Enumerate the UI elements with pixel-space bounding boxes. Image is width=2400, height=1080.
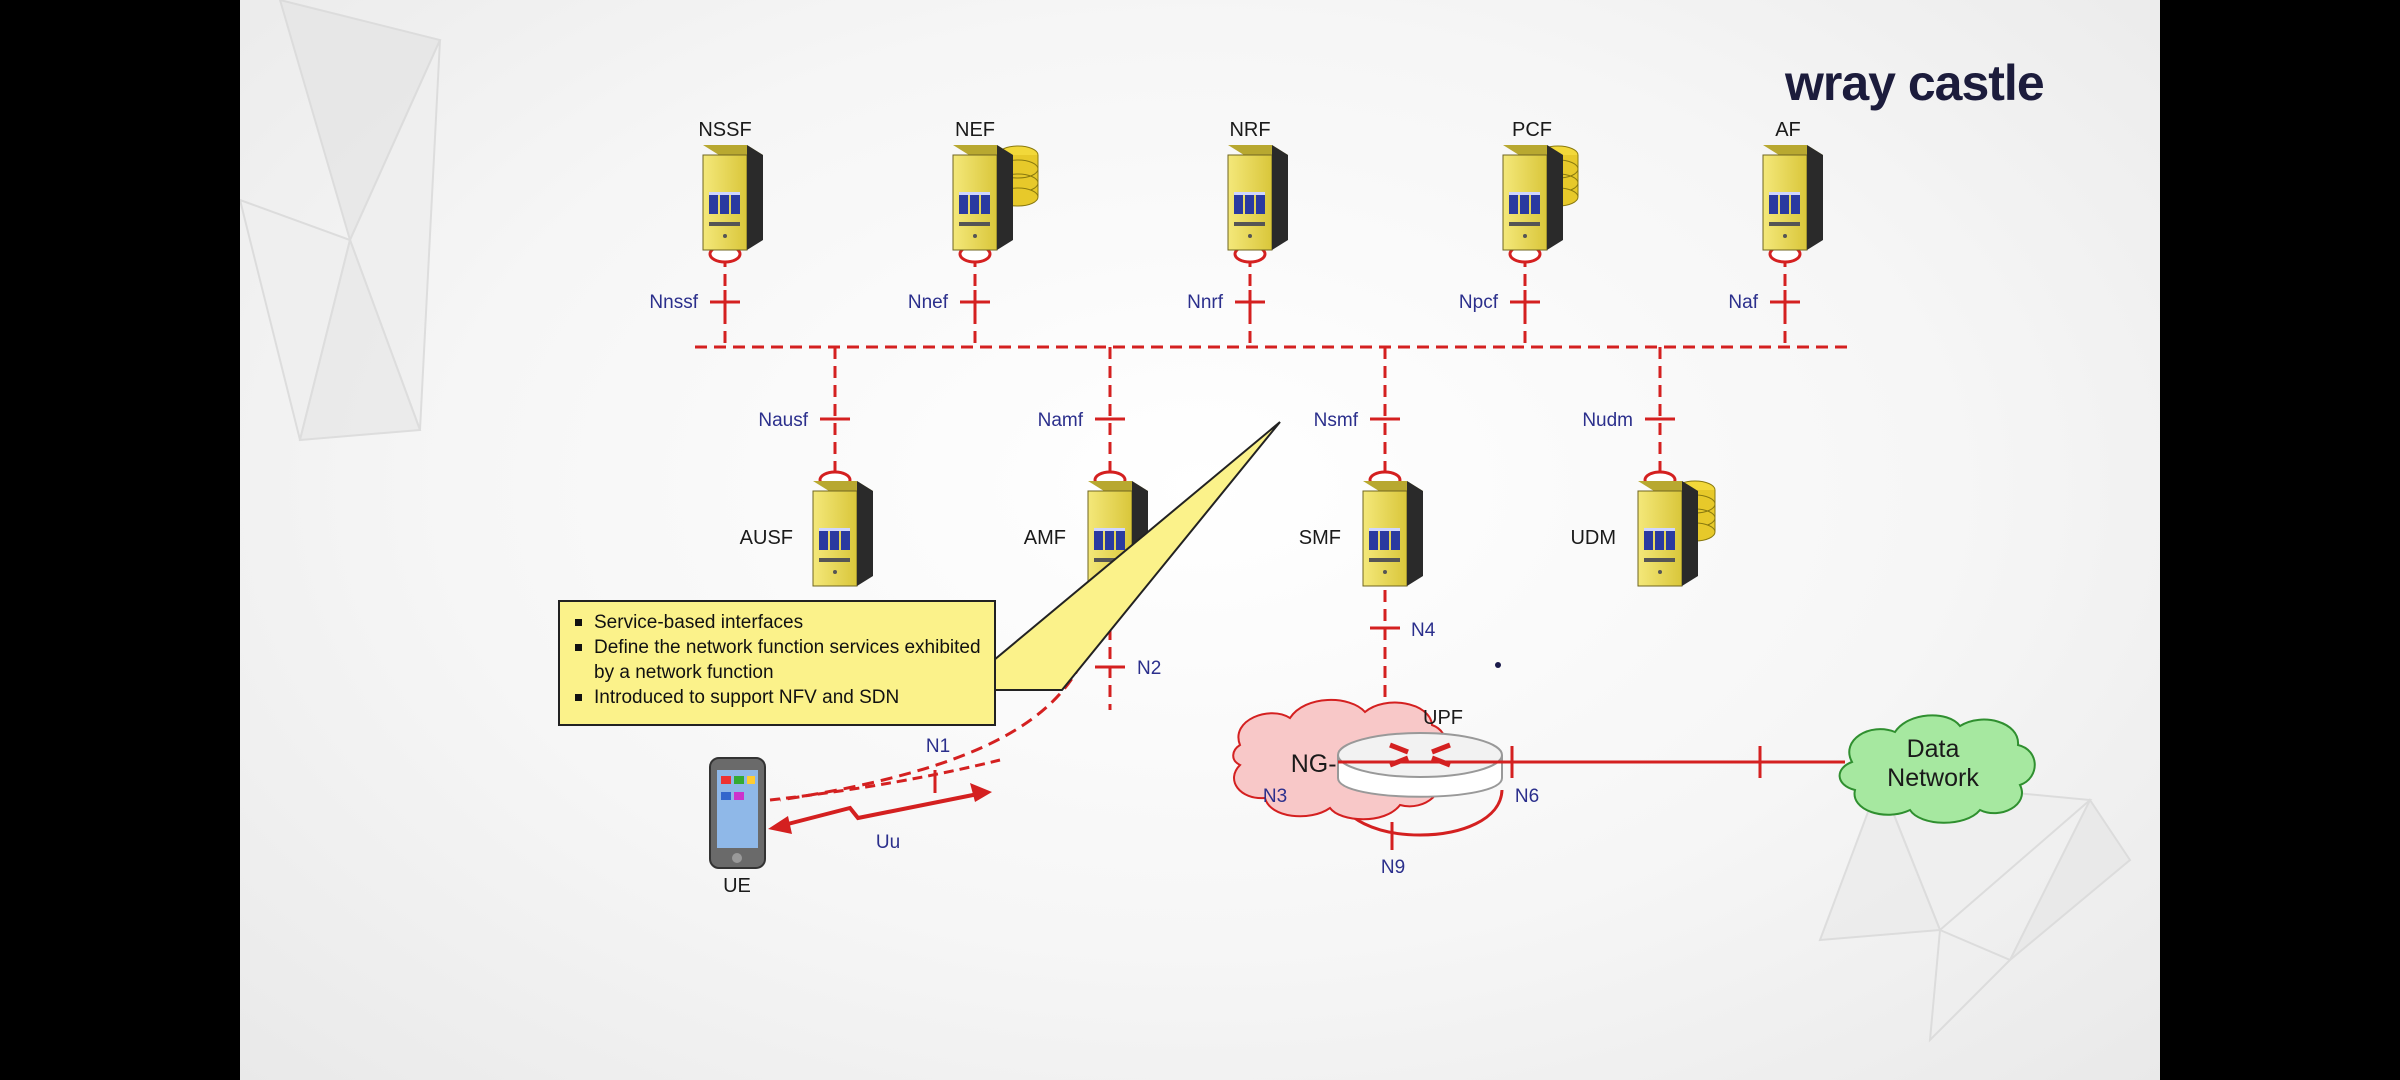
interface-ticks	[710, 290, 1800, 793]
n9-label: N9	[1381, 857, 1405, 878]
namf-label: Namf	[1038, 410, 1084, 431]
callout-pointer	[955, 421, 1281, 691]
nef-label: NEF	[955, 119, 995, 141]
upf-router-icon	[1337, 732, 1503, 798]
data-network-label-line2: Network	[1887, 764, 1979, 792]
callout-item: Service-based interfaces	[572, 610, 984, 635]
ue-phone-icon	[709, 757, 766, 869]
callout-item: Define the network function services exh…	[572, 635, 984, 685]
nudm-label: Nudm	[1582, 410, 1633, 431]
data-network-label-line1: Data	[1907, 735, 1960, 763]
n2-label: N2	[1137, 658, 1161, 679]
nsmf-label: Nsmf	[1314, 410, 1359, 431]
n4-label: N4	[1411, 620, 1436, 641]
af-server-icon	[1762, 144, 1824, 251]
nssf-label: NSSF	[698, 119, 751, 141]
uu-label: Uu	[876, 832, 900, 853]
udm-label: UDM	[1570, 527, 1616, 549]
callout-item: Introduced to support NFV and SDN	[572, 685, 984, 710]
wray-castle-logo: wray castle	[1784, 55, 2044, 111]
n3-label: N3	[1263, 786, 1287, 807]
marker-dot	[1495, 662, 1501, 668]
slide: wray castle	[240, 0, 2160, 1080]
pcf-server-icon	[1502, 144, 1564, 251]
nnrf-label: Nnrf	[1187, 292, 1224, 313]
n1-link	[769, 758, 1001, 802]
udm-server-icon	[1637, 480, 1699, 587]
smf-label: SMF	[1299, 527, 1341, 549]
smf-server-icon	[1362, 480, 1424, 587]
uu-radio-link	[768, 783, 992, 834]
ue-label: UE	[723, 875, 751, 897]
callout-box: Service-based interfaces Define the netw…	[558, 600, 996, 726]
af-label: AF	[1775, 119, 1801, 141]
network-diagram: wray castle	[240, 0, 2132, 1043]
pcf-label: PCF	[1512, 119, 1552, 141]
ausf-server-icon	[812, 480, 874, 587]
naf-label: Naf	[1728, 292, 1758, 313]
nnef-label: Nnef	[908, 292, 949, 313]
nnssf-label: Nnssf	[649, 292, 698, 313]
nrf-label: NRF	[1229, 119, 1270, 141]
n1-label: N1	[926, 736, 950, 757]
ausf-label: AUSF	[740, 527, 793, 549]
data-network-cloud: Data Network	[1838, 714, 2036, 824]
n6-label: N6	[1515, 786, 1539, 807]
callout-list: Service-based interfaces Define the netw…	[572, 610, 984, 710]
amf-label: AMF	[1024, 527, 1066, 549]
nef-server-icon	[952, 144, 1014, 251]
npcf-label: Npcf	[1459, 292, 1499, 313]
nausf-label: Nausf	[758, 410, 808, 431]
nrf-server-icon	[1227, 144, 1289, 251]
upf-label: UPF	[1423, 707, 1463, 729]
nssf-server-icon	[702, 144, 764, 251]
